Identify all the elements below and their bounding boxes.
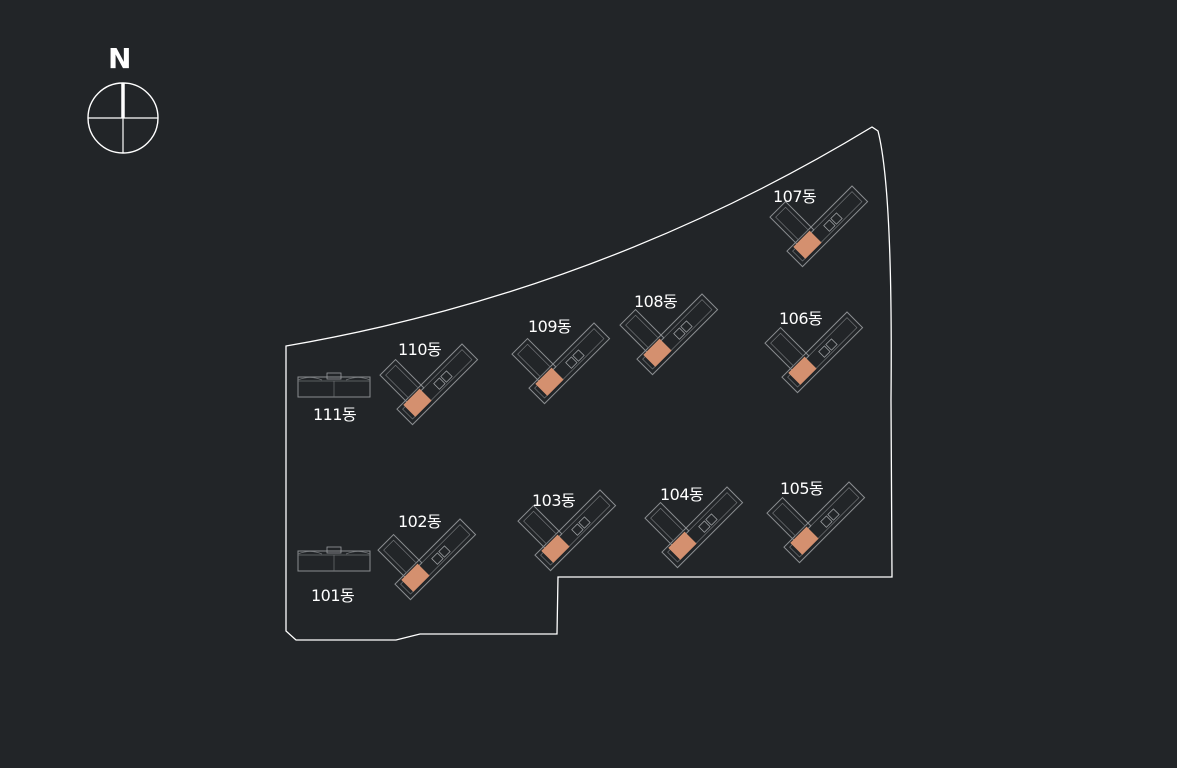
building-102-footprint[interactable] <box>377 518 477 601</box>
north-label: N <box>108 42 132 75</box>
building-101-footprint[interactable] <box>297 546 371 572</box>
building-label-107[interactable]: 107동 <box>773 187 817 206</box>
building-label-101[interactable]: 101동 <box>311 586 355 605</box>
building-label-109[interactable]: 109동 <box>528 317 572 336</box>
building-label-105[interactable]: 105동 <box>780 479 824 498</box>
building-111-footprint[interactable] <box>297 372 371 398</box>
building-label-104[interactable]: 104동 <box>660 485 704 504</box>
building-label-106[interactable]: 106동 <box>779 309 823 328</box>
building-label-103[interactable]: 103동 <box>532 491 576 510</box>
building-label-110[interactable]: 110동 <box>398 340 442 359</box>
building-label-102[interactable]: 102동 <box>398 512 442 531</box>
building-label-111[interactable]: 111동 <box>313 405 357 424</box>
site-boundary <box>285 126 893 641</box>
compass-icon <box>87 82 159 154</box>
building-label-108[interactable]: 108동 <box>634 292 678 311</box>
